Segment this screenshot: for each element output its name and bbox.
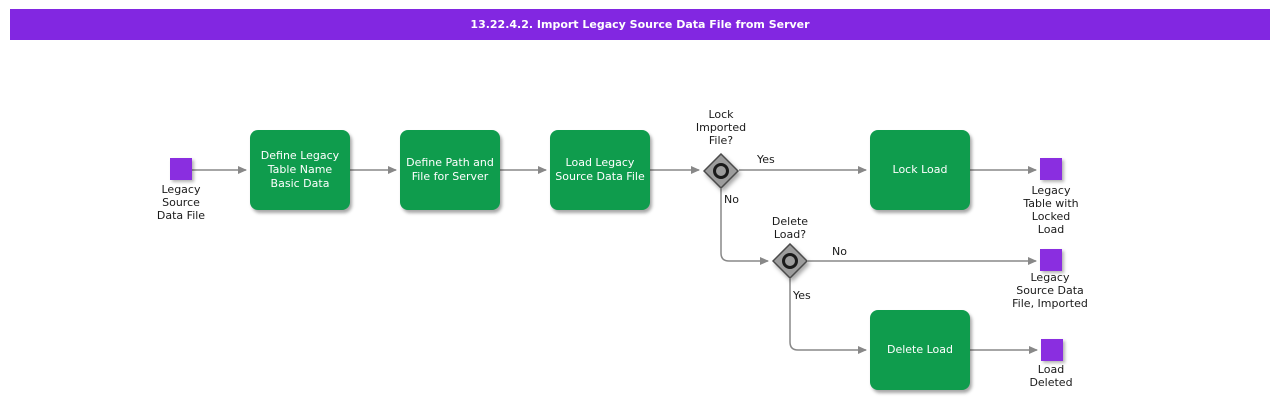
data-object-file-imported[interactable]: [1040, 249, 1062, 271]
task-lock-load[interactable]: Lock Load: [870, 130, 970, 210]
task-define-legacy-table-name[interactable]: Define Legacy Table Name Basic Data: [250, 130, 350, 210]
data-object-legacy-source-file-label: Legacy Source Data File: [156, 183, 206, 222]
data-object-table-locked-load[interactable]: [1040, 158, 1062, 180]
task-define-path-and-file-label: Define Path and File for Server: [406, 156, 494, 183]
data-object-load-deleted-label: Load Deleted: [1029, 363, 1073, 389]
task-define-path-and-file[interactable]: Define Path and File for Server: [400, 130, 500, 210]
task-lock-load-label: Lock Load: [892, 163, 948, 176]
task-load-legacy-source-file[interactable]: Load Legacy Source Data File: [550, 130, 650, 210]
data-object-legacy-source-file[interactable]: [170, 158, 192, 180]
data-object-table-locked-load-label: Legacy Table with Locked Load: [1023, 184, 1079, 236]
edge-label-delete-yes: Yes: [793, 289, 811, 302]
task-load-legacy-source-file-label: Load Legacy Source Data File: [555, 156, 645, 183]
gateway-diamond-icon: [702, 152, 740, 190]
edge-label-delete-no: No: [832, 245, 847, 258]
task-delete-load-label: Delete Load: [886, 343, 954, 356]
gateway-delete-label: Delete Load?: [771, 215, 809, 241]
task-define-legacy-table-name-label: Define Legacy Table Name Basic Data: [260, 149, 340, 190]
gateway-lock-label: Lock Imported File?: [695, 108, 747, 147]
edge-label-lock-no: No: [724, 193, 739, 206]
connector-lock-no: [720, 189, 769, 265]
connector-delete-yes: [789, 279, 867, 354]
gateway-lock-imported-file[interactable]: [702, 152, 740, 190]
data-object-file-imported-label: Legacy Source Data File, Imported: [1012, 271, 1088, 310]
diagram-title: 13.22.4.2. Import Legacy Source Data Fil…: [470, 18, 810, 31]
gateway-delete-load[interactable]: [771, 242, 809, 280]
task-delete-load[interactable]: Delete Load: [870, 310, 970, 390]
edge-label-lock-yes: Yes: [757, 153, 775, 166]
data-object-load-deleted[interactable]: [1041, 339, 1063, 361]
diagram-title-bar: 13.22.4.2. Import Legacy Source Data Fil…: [10, 9, 1270, 40]
gateway-diamond-icon: [771, 242, 809, 280]
